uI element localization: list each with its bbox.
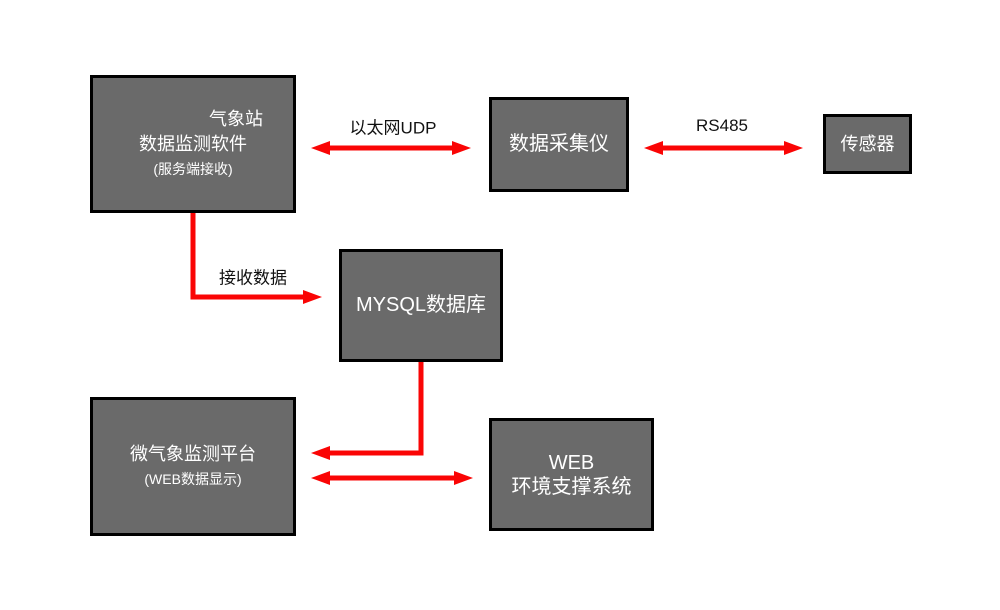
data-collector-node: 数据采集仪 — [489, 97, 629, 192]
data-collector-label: 数据采集仪 — [509, 133, 609, 155]
sensor-label: 传感器 — [840, 133, 895, 154]
weather-station-line2: 数据监测软件 — [139, 133, 247, 154]
web-system-line1: WEB — [548, 451, 595, 474]
receive-data-label: 接收数据 — [219, 268, 287, 288]
arrow-platform-web — [311, 471, 473, 485]
arrow-receive-data — [190, 213, 322, 304]
platform-line2: (WEB数据显示) — [144, 470, 242, 487]
arrow-rs485 — [644, 141, 803, 155]
platform-line1: 微气象监测平台 — [130, 443, 256, 464]
mysql-node: MYSQL数据库 — [339, 249, 503, 362]
rs485-label: RS485 — [696, 116, 748, 135]
weather-station-node: 气象站 数据监测软件 (服务端接收) — [90, 75, 296, 213]
web-system-node: WEB 环境支撑系统 — [489, 418, 654, 531]
platform-node: 微气象监测平台 (WEB数据显示) — [90, 397, 296, 536]
mysql-label: MYSQL数据库 — [355, 294, 487, 316]
web-system-line2: 环境支撑系统 — [511, 475, 632, 498]
weather-station-line1: 气象站 — [209, 108, 263, 129]
weather-station-line3: (服务端接收) — [153, 160, 233, 177]
ethernet-udp-label: 以太网UDP — [349, 118, 437, 138]
arrow-mysql-to-platform — [311, 361, 424, 460]
arrow-ethernet-udp — [311, 141, 471, 155]
sensor-node: 传感器 — [823, 114, 912, 174]
